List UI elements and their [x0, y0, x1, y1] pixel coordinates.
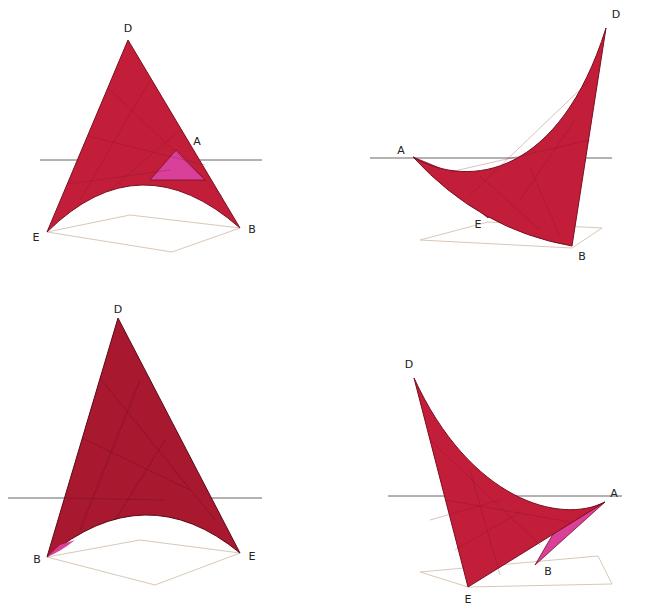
vertex-label: D: [124, 23, 132, 34]
vertex-label: B: [578, 251, 586, 262]
vertex-label: E: [249, 551, 256, 562]
vertex-label: D: [612, 9, 620, 20]
vertex-label: B: [33, 554, 41, 565]
vertex-label: A: [397, 145, 405, 156]
vertex-label: B: [248, 224, 256, 235]
vertex-label: E: [475, 219, 482, 230]
vertex-label: B: [544, 566, 552, 577]
vertex-label: D: [114, 304, 122, 315]
vertex-label: D: [405, 359, 413, 370]
vertex-label: E: [33, 232, 40, 243]
vertex-label: E: [465, 594, 472, 605]
vertex-label: A: [610, 488, 618, 499]
vertex-label: A: [193, 136, 201, 147]
